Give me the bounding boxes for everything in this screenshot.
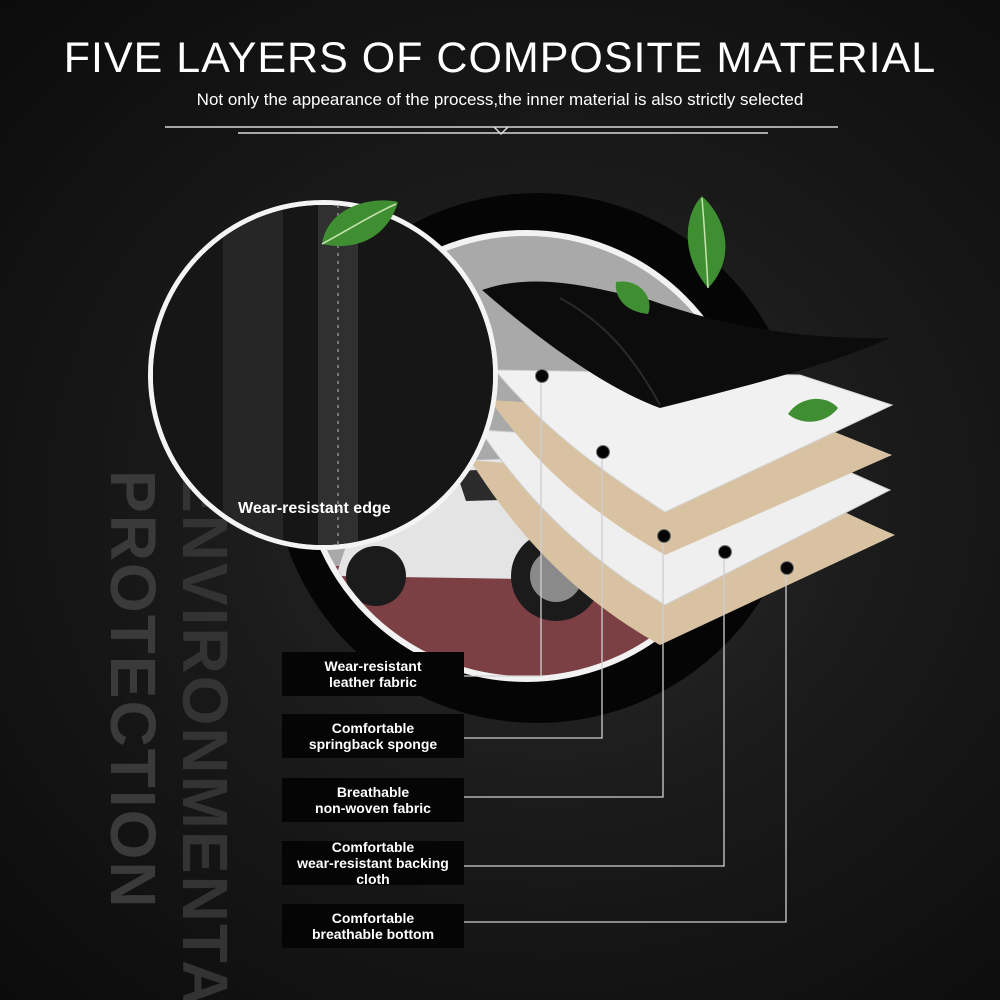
leaf-icon: [687, 196, 726, 289]
watermark-environmental: ENVIRONMENTAL: [169, 470, 241, 1000]
page-subtitle: Not only the appearance of the process,t…: [196, 90, 804, 109]
watermark-protection: PROTECTION: [97, 470, 169, 910]
layer-marker: [780, 561, 794, 575]
layer-marker: [718, 545, 732, 559]
divider-lines: [165, 126, 838, 136]
leaf-icon: [615, 281, 650, 314]
leaf-icon: [788, 398, 838, 422]
layer-marker: [535, 369, 549, 383]
leaf-icon: [321, 200, 398, 247]
zoom-label: Wear-resistant edge: [238, 500, 391, 517]
zoom-circle: [148, 200, 498, 550]
layer-marker: [596, 445, 610, 459]
layer-marker: [657, 529, 671, 543]
page-title: FIVE LAYERS OF COMPOSITE MATERIAL: [63, 34, 937, 82]
leather-texture: [153, 205, 493, 545]
